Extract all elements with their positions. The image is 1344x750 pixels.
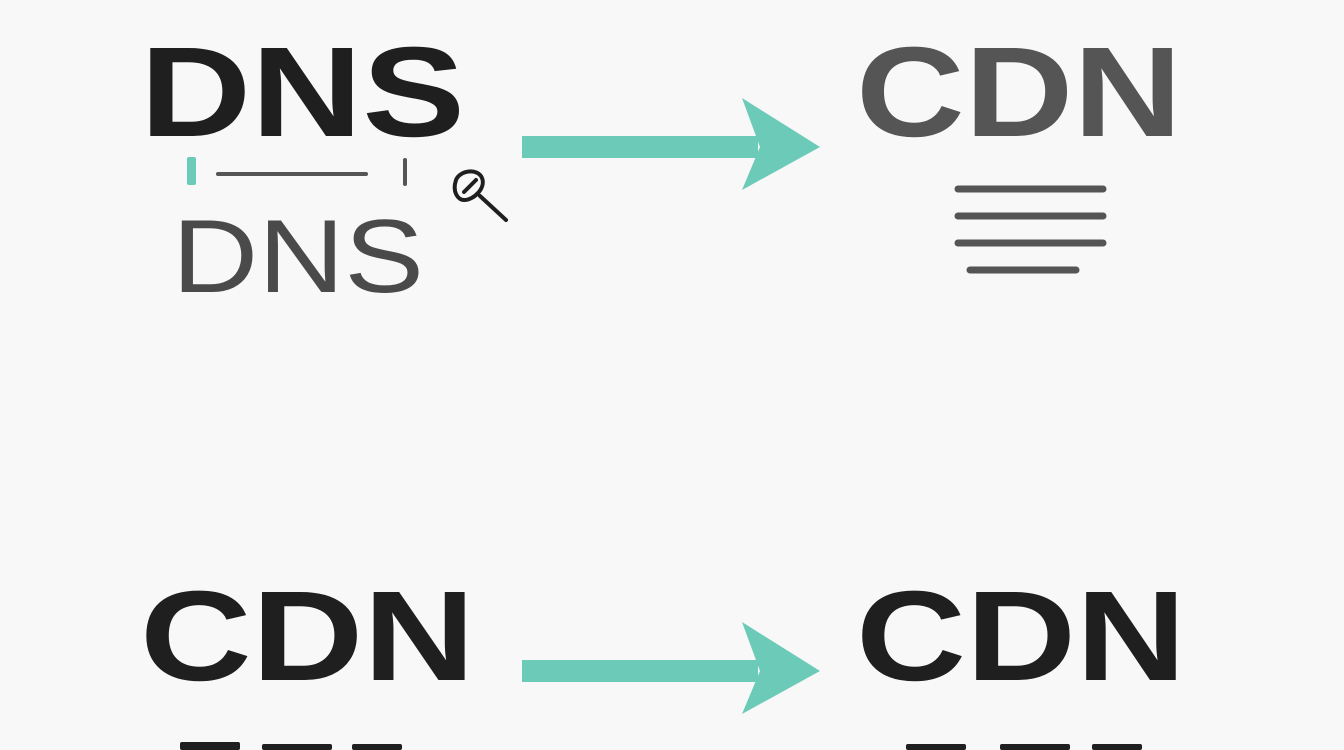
bottom-arrow-head — [742, 622, 820, 714]
content-lines — [954, 185, 1107, 274]
bottom-left-title: CDN — [140, 565, 475, 708]
cropped-glyph-left-3 — [352, 744, 402, 750]
cropped-glyph-right-2 — [1000, 744, 1070, 750]
bottom-right-title: CDN — [856, 565, 1186, 708]
cropped-glyph-left-2 — [262, 744, 332, 750]
cropped-glyph-right-3 — [1092, 744, 1142, 750]
cropped-glyph-right-1 — [906, 744, 966, 750]
bottom-arrow-shaft — [522, 660, 758, 682]
top-left-subtitle: DNS — [172, 199, 424, 315]
top-arrow — [522, 98, 820, 190]
top-arrow-head — [742, 98, 820, 190]
cropped-row-hint — [180, 742, 1142, 750]
cropped-glyph-left-1 — [180, 742, 240, 750]
bottom-arrow — [522, 622, 820, 714]
top-arrow-shaft — [522, 136, 758, 158]
top-right-title: CDN — [856, 21, 1182, 164]
underline-connector — [187, 157, 407, 186]
teal-marker — [187, 157, 196, 185]
leaf-icon — [452, 169, 508, 222]
top-left-title: DNS — [140, 21, 465, 164]
